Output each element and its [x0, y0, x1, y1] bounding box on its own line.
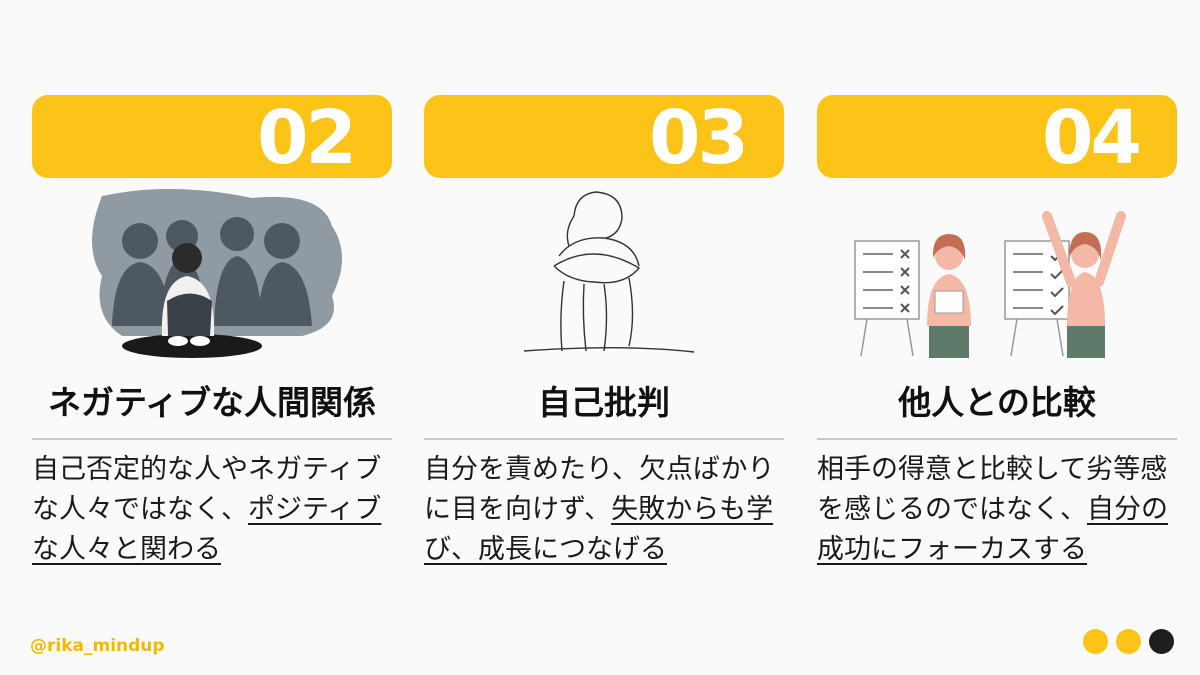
page-dot [1116, 629, 1141, 654]
page-dot [1083, 629, 1108, 654]
card-title: 自己批判 [538, 383, 670, 422]
sad-person-illustration [32, 186, 392, 376]
card-number: 04 [1042, 95, 1142, 181]
desc-text: 自分を責めたり、欠点ばかりに目を向けず、 [424, 454, 775, 525]
page-indicator [1083, 629, 1174, 654]
hugging-knees-illustration [424, 186, 784, 376]
comparison-illustration [817, 186, 1177, 376]
divider [424, 438, 784, 440]
divider [817, 438, 1177, 440]
page-dot-current [1149, 629, 1174, 654]
card-02: 02 ネガティブな人間関係 自己否定的な人やネガティブな人々ではなく、ポジティブ… [32, 95, 392, 570]
desc-highlight: ポジティブな人々と関わる [32, 494, 382, 565]
card-title: 他人との比較 [898, 383, 1096, 422]
card-04: 04 [817, 95, 1177, 570]
card-description: 自分を責めたり、欠点ばかりに目を向けず、失敗からも学び、成長につなげる [424, 450, 784, 570]
number-banner: 04 [817, 95, 1177, 181]
desc-highlight: 自分の成功にフォーカスする [817, 494, 1168, 565]
card-title: ネガティブな人間関係 [47, 383, 377, 422]
author-handle: @rika_mindup [30, 636, 165, 656]
desc-text: 相手の得意と比較して劣等感を感じるのではなく、 [817, 454, 1168, 525]
card-description: 自己否定的な人やネガティブな人々ではなく、ポジティブな人々と関わる [32, 450, 392, 570]
card-number: 02 [257, 95, 357, 181]
number-banner: 02 [32, 95, 392, 181]
card-description: 相手の得意と比較して劣等感を感じるのではなく、自分の成功にフォーカスする [817, 450, 1177, 570]
divider [32, 438, 392, 440]
desc-text: 自己否定的な人やネガティブな人々ではなく、 [32, 454, 382, 525]
card-number: 03 [649, 95, 749, 181]
number-banner: 03 [424, 95, 784, 181]
desc-highlight: 失敗からも学び、成長につなげる [424, 494, 774, 565]
card-03: 03 自己批判 自分を責めたり、欠点ばかりに目を向けず、失敗からも学び、成長につ… [424, 95, 784, 570]
